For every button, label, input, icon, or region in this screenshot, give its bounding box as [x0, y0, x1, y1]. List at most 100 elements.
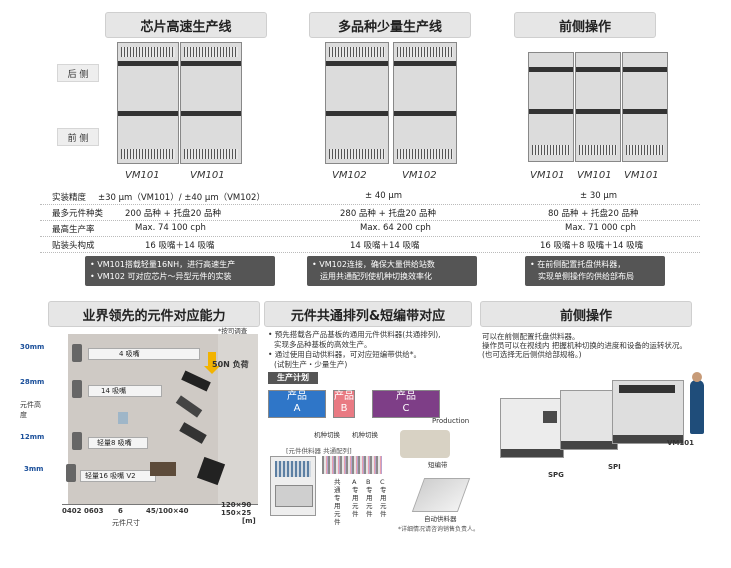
x-tick: 120×90 — [221, 501, 252, 509]
header-front-op-2: 前侧操作 — [480, 301, 692, 327]
footnote: *详细情况请咨询销售负责人。 — [398, 526, 480, 533]
model-name: VM101 — [577, 170, 612, 181]
product-label: 产品 C — [396, 391, 416, 414]
spec-label: 最多元件种类 — [52, 209, 104, 219]
spec-c2: Max. 64 200 cph — [360, 223, 431, 233]
machine-module — [528, 52, 574, 162]
label-vm101: VM101 — [667, 439, 694, 447]
auto-feeder-image — [411, 478, 471, 512]
machine-module — [393, 42, 457, 164]
spec-c3: ± 30 μm — [580, 191, 618, 201]
production-label: Production — [432, 417, 470, 425]
note-line: • VM101搭载轻量16NH，进行高速生产 — [90, 260, 236, 269]
short-tape-image — [400, 430, 450, 458]
spec-label: 实装精度 — [52, 193, 87, 203]
col-label: C专用元件 — [380, 478, 387, 518]
machine-module — [622, 52, 668, 162]
label-rear: 后 侧 — [57, 64, 99, 82]
spec-row: 实装精度 ±30 μm（VM101）/ ±40 μm（VM102） ± 40 μ… — [40, 189, 700, 205]
model-name: VM101 — [624, 170, 659, 181]
col-label: B专用元件 — [366, 478, 373, 518]
head-icon — [72, 432, 82, 450]
switch-label: 机种切换 — [314, 431, 340, 439]
spec-label: 最高生产率 — [52, 225, 95, 235]
note-line: • VM102连接，确保大量供给站数 — [312, 260, 435, 269]
nozzle-light16: 轻量16 吸嘴 V2 — [80, 470, 156, 482]
label-spg: SPG — [548, 471, 564, 479]
header-component-capability: 业界领先的元件对应能力 — [48, 301, 260, 327]
operator-icon — [690, 380, 704, 434]
x-tick: 0402 — [62, 507, 82, 515]
front-op-text: (也可选择无后侧供给部规格。) — [482, 350, 582, 359]
model-name: VM102 — [402, 170, 437, 181]
spec-label: 贴装头构成 — [52, 241, 95, 251]
product-label: 产品 A — [287, 391, 307, 414]
note-line: 实现单侧操作的供给部布局 — [538, 272, 634, 281]
x-unit: [m] — [242, 517, 256, 525]
y-tick: 30mm — [20, 343, 45, 351]
machine-module — [180, 42, 242, 164]
spec-c1: Max. 74 100 cph — [135, 223, 206, 233]
product-a: 产品 A — [268, 390, 326, 418]
feeder-title: [元件供料器 共通配列] — [286, 447, 352, 455]
nozzle-14: 14 吸嘴 — [88, 385, 162, 397]
product-b: 产品 B — [333, 390, 355, 418]
survey-note: *按司调查 — [218, 327, 248, 335]
model-name: VM101 — [190, 170, 225, 181]
x-tick: 150×25 — [221, 509, 252, 517]
note-line: 运用共通配列使机种切换效率化 — [320, 272, 432, 281]
spec-c3: Max. 71 000 cph — [565, 223, 636, 233]
component-icon — [118, 412, 128, 424]
spec-c2: ± 40 μm — [365, 191, 403, 201]
auto-feeder-label: 自动供料器 — [424, 515, 457, 523]
spec-c1: ±30 μm（VM101）/ ±40 μm（VM102） — [98, 193, 265, 203]
machine-spg — [500, 398, 564, 458]
product-label: 产品 B — [334, 391, 354, 414]
note-box-3: • 在前侧配置托盘供料器， 实现单侧操作的供给部布局 — [525, 256, 665, 286]
machine-spi — [560, 390, 618, 450]
header-common-array: 元件共通排列&短编带对应 — [264, 301, 472, 327]
bullet: • 通过使用自动供料器，可对应短编带供给*。 — [268, 350, 422, 359]
label-front: 前 侧 — [57, 128, 99, 146]
operator-head-icon — [692, 372, 702, 382]
spec-c1: 200 品种 + 托盘20 品种 — [125, 209, 221, 219]
feeder-machine — [270, 456, 316, 516]
model-name: VM102 — [332, 170, 367, 181]
bullet: • 预先搭载各产品基板的通用元件供料器(共通排列), — [268, 330, 441, 339]
model-name: VM101 — [530, 170, 565, 181]
note-box-2: • VM102连接，确保大量供给站数 运用共通配列使机种切换效率化 — [307, 256, 477, 286]
x-tick: 0603 — [84, 507, 104, 515]
head-icon — [72, 344, 82, 362]
machine-module — [117, 42, 179, 164]
bullet: (试制生产・少量生产) — [274, 360, 348, 369]
front-op-text: 操作员可以在视线内 把握机种切换的进度和设备的运转状况。 — [482, 341, 687, 350]
y-tick: 28mm — [20, 378, 45, 386]
note-line: • 在前侧配置托盘供料器， — [530, 260, 626, 269]
header-chip-line: 芯片高速生产线 — [105, 12, 267, 38]
y-tick: 12mm — [20, 433, 45, 441]
spec-c2: 280 品种 + 托盘20 品种 — [340, 209, 436, 219]
note-line: • VM102 可对应芯片～异型元件的实装 — [90, 272, 232, 281]
spec-c2: 14 吸嘴＋14 吸嘴 — [350, 241, 420, 251]
col-label: 共通专用元件 — [334, 478, 341, 526]
x-axis-label: 元件尺寸 — [112, 519, 140, 527]
spec-c3: 80 品种 + 托盘20 品种 — [548, 209, 639, 219]
x-axis-line — [62, 504, 258, 505]
head-icon — [72, 380, 82, 398]
component-icon — [150, 462, 176, 476]
machine-module — [325, 42, 389, 164]
arrow-down-icon — [204, 366, 220, 374]
front-op-text: 可以在前侧配置托盘供料器。 — [482, 332, 580, 341]
note-box-1: • VM101搭载轻量16NH，进行高速生产 • VM102 可对应芯片～异型元… — [85, 256, 275, 286]
product-c: 产品 C — [372, 390, 440, 418]
col-label: A专用元件 — [352, 478, 359, 518]
header-multi-line: 多品种少量生产线 — [309, 12, 471, 38]
header-front-op: 前侧操作 — [514, 12, 656, 38]
model-name: VM101 — [125, 170, 160, 181]
load-label: 50N 负荷 — [212, 360, 249, 369]
machine-vm101 — [612, 380, 684, 444]
spec-c3: 16 吸嘴＋8 吸嘴＋14 吸嘴 — [540, 241, 644, 251]
feeder-array — [322, 456, 382, 474]
nozzle-light8: 轻量8 吸嘴 — [88, 437, 148, 449]
short-tape-label: 短编带 — [428, 461, 448, 469]
